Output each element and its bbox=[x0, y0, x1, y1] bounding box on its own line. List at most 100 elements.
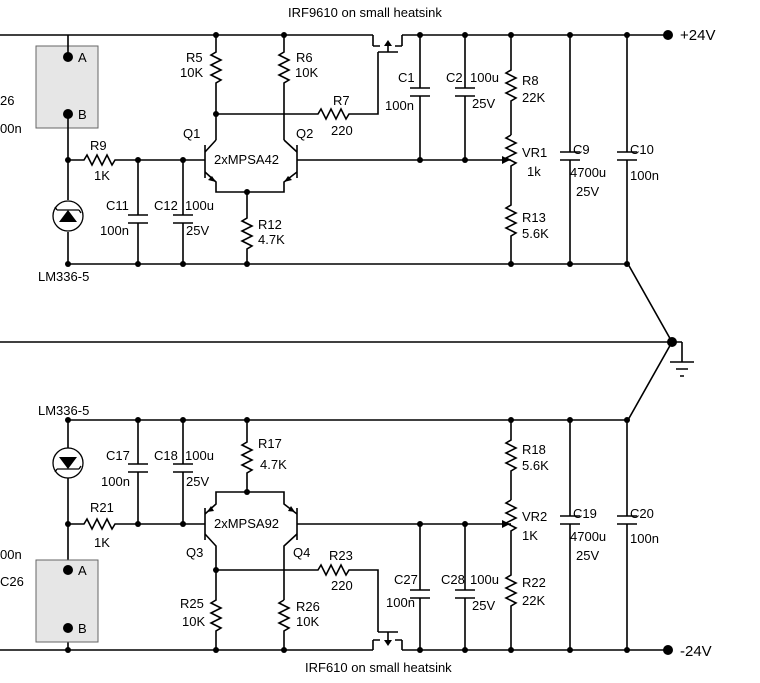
label-c1-value: 100n bbox=[385, 98, 414, 113]
label-r18-value: 5.6K bbox=[522, 458, 549, 473]
label-r17-value: 4.7K bbox=[260, 457, 287, 472]
top-vr1-potentiometer bbox=[504, 134, 518, 190]
label-c27: C27 bbox=[394, 572, 418, 587]
bottom-c19-capacitor bbox=[560, 420, 580, 650]
label-top-pair: 2xMPSA42 bbox=[214, 152, 279, 167]
edge-label: C26 bbox=[0, 574, 24, 589]
label-r21: R21 bbox=[90, 500, 114, 515]
label-c17-value: 100n bbox=[101, 474, 130, 489]
top-r8-resistor bbox=[504, 35, 518, 135]
ground-node bbox=[667, 337, 677, 347]
bottom-c17-capacitor bbox=[128, 420, 148, 524]
title-bottom: IRF610 on small heatsink bbox=[305, 660, 452, 675]
top-regulator bbox=[0, 30, 673, 267]
label-r6: R6 bbox=[296, 50, 313, 65]
bottom-regulator bbox=[0, 417, 673, 655]
ground-wire bbox=[0, 263, 694, 421]
top-mosfet bbox=[372, 35, 403, 53]
label-bottom-pair: 2xMPSA92 bbox=[214, 516, 279, 531]
top-r12-resistor bbox=[240, 192, 254, 264]
top-c1-capacitor bbox=[410, 35, 430, 160]
label-r23-value: 220 bbox=[331, 578, 353, 593]
label-r5-value: 10K bbox=[180, 65, 203, 80]
label-c2-voltage: 25V bbox=[472, 96, 495, 111]
label-q4: Q4 bbox=[293, 545, 310, 560]
label-r21-value: 1K bbox=[94, 535, 110, 550]
label-r6-value: 10K bbox=[295, 65, 318, 80]
label-c18-voltage: 25V bbox=[186, 474, 209, 489]
label-c9-voltage: 25V bbox=[576, 184, 599, 199]
bottom-c28-capacitor bbox=[455, 524, 475, 650]
label-c10: C10 bbox=[630, 142, 654, 157]
label-r13: R13 bbox=[522, 210, 546, 225]
label-r17: R17 bbox=[258, 436, 282, 451]
label-c2-value: 100u bbox=[470, 70, 499, 85]
top-r6-resistor bbox=[277, 35, 291, 140]
label-c2: C2 bbox=[446, 70, 463, 85]
top-r13-resistor bbox=[504, 190, 518, 264]
bottom-r23-resistor bbox=[216, 563, 379, 632]
label-c28-value: 100u bbox=[470, 572, 499, 587]
label-c20-value: 100n bbox=[630, 531, 659, 546]
bottom-node-b bbox=[63, 623, 73, 633]
bottom-mosfet bbox=[372, 631, 403, 650]
label-r9: R9 bbox=[90, 138, 107, 153]
bottom-node-a bbox=[63, 565, 73, 575]
label-q1: Q1 bbox=[183, 126, 200, 141]
label-c19-voltage: 25V bbox=[576, 548, 599, 563]
bottom-c27-capacitor bbox=[410, 524, 430, 650]
label-c11: C11 bbox=[106, 198, 129, 213]
label-c28: C28 bbox=[441, 572, 465, 587]
label-r26: R26 bbox=[296, 599, 320, 614]
label-vr2: VR2 bbox=[522, 509, 547, 524]
label-c12-value: 100u bbox=[185, 198, 214, 213]
label-top-lm336: LM336-5 bbox=[38, 269, 89, 284]
label-r25: R25 bbox=[180, 596, 204, 611]
bottom-r26-resistor bbox=[277, 599, 291, 650]
label-r23: R23 bbox=[329, 548, 353, 563]
bottom-q4-transistor bbox=[247, 491, 511, 600]
label-c19: C19 bbox=[573, 506, 597, 521]
label-r7-value: 220 bbox=[331, 123, 353, 138]
bottom-vr2-potentiometer bbox=[504, 499, 518, 555]
top-zener-reference bbox=[52, 200, 84, 232]
label-c10-value: 100n bbox=[630, 168, 659, 183]
label-c20: C20 bbox=[630, 506, 654, 521]
label-r22-value: 22K bbox=[522, 593, 545, 608]
edge-label: 00n bbox=[0, 121, 22, 136]
label-c1: C1 bbox=[398, 70, 415, 85]
top-c11-capacitor bbox=[128, 160, 148, 264]
label-r7: R7 bbox=[333, 93, 350, 108]
label-r13-value: 5.6K bbox=[522, 226, 549, 241]
label-c27-value: 100n bbox=[386, 595, 415, 610]
rail-positive-label: +24V bbox=[680, 27, 715, 44]
label-r25-value: 10K bbox=[182, 614, 205, 629]
label-bottom-lm336: LM336-5 bbox=[38, 403, 89, 418]
label-c12-voltage: 25V bbox=[186, 223, 209, 238]
top-c12-capacitor bbox=[173, 160, 193, 264]
bottom-c18-capacitor bbox=[173, 420, 193, 524]
label-c17: C17 bbox=[106, 448, 130, 463]
bottom-r25-resistor bbox=[209, 570, 223, 650]
label-r8: R8 bbox=[522, 73, 539, 88]
edge-label: 26 bbox=[0, 93, 14, 108]
bottom-box-a: A bbox=[78, 563, 87, 578]
label-r26-value: 10K bbox=[296, 614, 319, 629]
bottom-c20-capacitor bbox=[617, 420, 637, 650]
top-r9-resistor bbox=[68, 153, 205, 167]
top-c9-capacitor bbox=[560, 35, 580, 264]
label-r22: R22 bbox=[522, 575, 546, 590]
label-r5: R5 bbox=[186, 50, 203, 65]
bottom-r18-resistor bbox=[504, 420, 518, 500]
label-c11-value: 100n bbox=[100, 223, 129, 238]
label-r12-value: 4.7K bbox=[258, 232, 285, 247]
label-c12: C12 bbox=[154, 198, 178, 213]
title-top: IRF9610 on small heatsink bbox=[288, 5, 442, 20]
top-q2-transistor bbox=[247, 139, 511, 193]
ground-section bbox=[0, 263, 694, 421]
label-c9-value: 4700u bbox=[570, 165, 606, 180]
bottom-box-b: B bbox=[78, 621, 87, 636]
labels: IRF9610 on small heatsink +24V -24V IRF6… bbox=[0, 5, 715, 675]
label-r9-value: 1K bbox=[94, 168, 110, 183]
